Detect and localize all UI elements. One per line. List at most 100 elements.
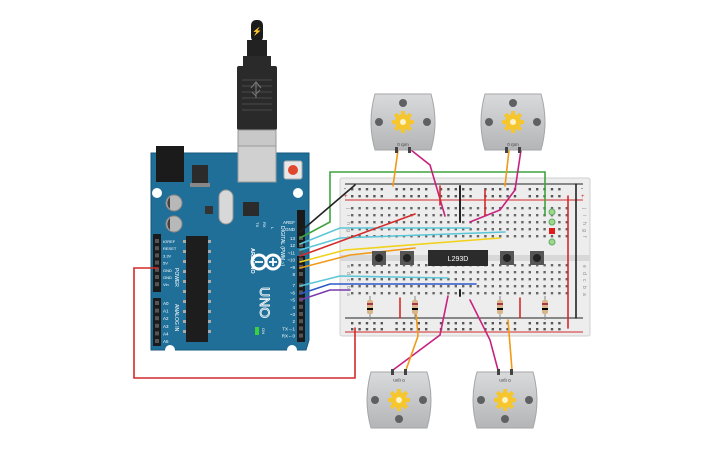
terminal-hole[interactable] xyxy=(365,292,369,295)
terminal-hole[interactable] xyxy=(513,292,517,295)
terminal-hole[interactable] xyxy=(395,271,398,274)
terminal-hole[interactable] xyxy=(395,292,398,295)
terminal-hole[interactable] xyxy=(462,228,465,231)
power-pin[interactable] xyxy=(155,267,159,272)
terminal-hole[interactable] xyxy=(558,221,561,224)
terminal-hole[interactable] xyxy=(476,292,480,295)
rail-hole[interactable] xyxy=(513,195,517,198)
terminal-hole[interactable] xyxy=(447,271,450,274)
terminal-hole[interactable] xyxy=(410,278,413,281)
rail-hole[interactable] xyxy=(447,195,450,198)
terminal-hole[interactable] xyxy=(506,207,509,210)
rail-hole[interactable] xyxy=(506,328,509,331)
terminal-hole[interactable] xyxy=(425,235,428,238)
rail-hole[interactable] xyxy=(373,195,376,198)
terminal-hole[interactable] xyxy=(476,278,480,281)
terminal-hole[interactable] xyxy=(373,278,376,281)
terminal-hole[interactable] xyxy=(528,235,531,238)
wire-cyan-2[interactable] xyxy=(299,231,506,251)
terminal-hole[interactable] xyxy=(536,235,539,238)
terminal-hole[interactable] xyxy=(491,292,494,295)
terminal-hole[interactable] xyxy=(506,264,509,267)
terminal-hole[interactable] xyxy=(521,278,524,281)
terminal-hole[interactable] xyxy=(462,214,465,217)
terminal-hole[interactable] xyxy=(536,271,539,274)
motor-terminal[interactable] xyxy=(395,147,398,153)
terminal-hole[interactable] xyxy=(417,285,420,288)
rail-hole[interactable] xyxy=(550,188,554,191)
terminal-hole[interactable] xyxy=(417,271,420,274)
terminal-hole[interactable] xyxy=(439,235,443,238)
terminal-hole[interactable] xyxy=(484,285,487,288)
terminal-hole[interactable] xyxy=(373,292,376,295)
terminal-hole[interactable] xyxy=(351,271,354,274)
terminal-hole[interactable] xyxy=(536,264,539,267)
terminal-hole[interactable] xyxy=(536,292,539,295)
terminal-hole[interactable] xyxy=(454,278,457,281)
rail-hole[interactable] xyxy=(410,322,413,325)
rail-hole[interactable] xyxy=(528,328,531,331)
terminal-hole[interactable] xyxy=(439,228,443,231)
wire-black-gnd[interactable] xyxy=(299,184,356,233)
terminal-hole[interactable] xyxy=(499,285,502,288)
terminal-hole[interactable] xyxy=(484,228,487,231)
analog-pin[interactable] xyxy=(155,323,159,328)
rail-hole[interactable] xyxy=(462,322,465,325)
rail-hole[interactable] xyxy=(469,322,472,325)
terminal-hole[interactable] xyxy=(358,292,361,295)
terminal-hole[interactable] xyxy=(388,221,391,224)
terminal-hole[interactable] xyxy=(536,214,539,217)
digital-pin[interactable] xyxy=(299,257,303,262)
terminal-hole[interactable] xyxy=(365,221,369,224)
terminal-hole[interactable] xyxy=(417,228,420,231)
terminal-hole[interactable] xyxy=(373,207,376,210)
terminal-hole[interactable] xyxy=(462,271,465,274)
terminal-hole[interactable] xyxy=(491,264,494,267)
terminal-hole[interactable] xyxy=(550,264,554,267)
terminal-hole[interactable] xyxy=(550,207,554,210)
rail-hole[interactable] xyxy=(351,188,354,191)
terminal-hole[interactable] xyxy=(395,207,398,210)
rail-hole[interactable] xyxy=(410,188,413,191)
rail-hole[interactable] xyxy=(417,322,420,325)
terminal-hole[interactable] xyxy=(543,278,546,281)
motor-terminal[interactable] xyxy=(505,147,508,153)
terminal-hole[interactable] xyxy=(462,292,465,295)
power-pin[interactable] xyxy=(155,253,159,258)
terminal-hole[interactable] xyxy=(388,264,391,267)
terminal-hole[interactable] xyxy=(410,228,413,231)
rail-hole[interactable] xyxy=(462,188,465,191)
terminal-hole[interactable] xyxy=(402,207,406,210)
terminal-hole[interactable] xyxy=(550,271,554,274)
terminal-hole[interactable] xyxy=(558,228,561,231)
rail-hole[interactable] xyxy=(469,195,472,198)
rail-hole[interactable] xyxy=(373,188,376,191)
rail-hole[interactable] xyxy=(462,328,465,331)
terminal-hole[interactable] xyxy=(558,271,561,274)
terminal-hole[interactable] xyxy=(454,292,457,295)
terminal-hole[interactable] xyxy=(491,278,494,281)
terminal-hole[interactable] xyxy=(388,285,391,288)
terminal-hole[interactable] xyxy=(425,207,428,210)
rail-hole[interactable] xyxy=(491,195,494,198)
terminal-hole[interactable] xyxy=(513,214,517,217)
wire-green-gnd[interactable] xyxy=(299,171,546,239)
terminal-hole[interactable] xyxy=(365,235,369,238)
terminal-hole[interactable] xyxy=(454,228,457,231)
terminal-hole[interactable] xyxy=(402,214,406,217)
rail-hole[interactable] xyxy=(484,188,487,191)
rail-hole[interactable] xyxy=(558,195,561,198)
terminal-hole[interactable] xyxy=(558,278,561,281)
terminal-hole[interactable] xyxy=(565,228,568,231)
rail-hole[interactable] xyxy=(469,188,472,191)
terminal-hole[interactable] xyxy=(454,271,457,274)
terminal-hole[interactable] xyxy=(439,285,443,288)
terminal-hole[interactable] xyxy=(432,235,435,238)
motor-terminal[interactable] xyxy=(404,369,407,375)
rail-hole[interactable] xyxy=(365,328,369,331)
digital-pin[interactable] xyxy=(299,272,303,276)
terminal-hole[interactable] xyxy=(565,235,568,238)
terminal-hole[interactable] xyxy=(425,278,428,281)
terminal-hole[interactable] xyxy=(484,271,487,274)
terminal-hole[interactable] xyxy=(373,285,376,288)
